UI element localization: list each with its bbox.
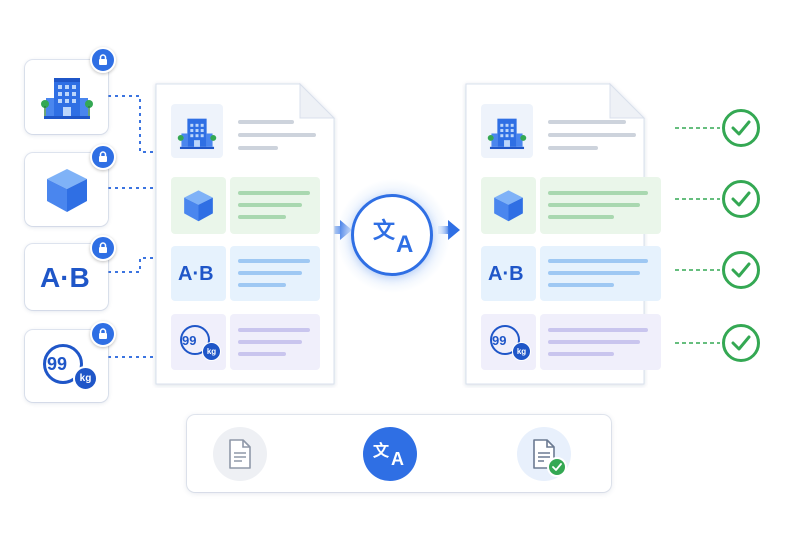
target-row-ab-text xyxy=(540,246,661,301)
ab-label: A·B xyxy=(178,263,214,285)
text-line xyxy=(238,120,294,124)
building-icon xyxy=(177,118,217,150)
text-line xyxy=(548,120,626,124)
source-row-cube-icon-box xyxy=(171,177,226,234)
lock-icon xyxy=(90,47,116,73)
ab-label: A·B xyxy=(488,263,524,285)
weight-number: 99 xyxy=(47,354,68,374)
source-card-building xyxy=(25,60,108,134)
translate-target-glyph: A xyxy=(396,231,414,258)
checkmark-icon xyxy=(547,457,567,477)
weight-unit: kg xyxy=(512,342,531,361)
translate-icon: 文 xyxy=(373,441,390,460)
document-icon xyxy=(229,439,251,469)
source-card-weight: 99 kg xyxy=(25,330,108,402)
building-icon xyxy=(41,78,93,119)
target-row-cube-text xyxy=(540,177,661,234)
text-line xyxy=(548,133,636,137)
translate-button: 文 A xyxy=(351,194,433,276)
lock-icon xyxy=(90,235,116,261)
source-document xyxy=(155,82,336,385)
document-icon-circle xyxy=(213,427,267,481)
text-line xyxy=(548,146,598,150)
source-row-ab-text xyxy=(230,246,320,301)
text-line xyxy=(238,146,278,150)
arrow-out-head xyxy=(448,220,460,240)
target-row-cube-icon-box xyxy=(481,177,536,234)
source-row-weight-text xyxy=(230,314,320,370)
ab-label: A·B xyxy=(40,262,90,293)
target-doc-header-icon-box xyxy=(481,104,533,158)
target-row-weight-icon-box: 99 kg xyxy=(481,314,536,370)
connector-building xyxy=(108,95,160,153)
building-icon xyxy=(487,118,527,150)
weight-circle xyxy=(43,344,83,384)
translate-icon: 文 xyxy=(373,219,396,244)
text-line xyxy=(238,133,316,137)
lock-icon xyxy=(90,144,116,170)
source-row-cube-text xyxy=(230,177,320,234)
translate-icon-circle: 文 A xyxy=(363,427,417,481)
cube-icon xyxy=(184,190,213,222)
lock-icon xyxy=(90,321,116,347)
cube-icon xyxy=(47,169,87,212)
checkmark-icon xyxy=(722,251,760,289)
verified-document-circle xyxy=(517,427,571,481)
source-row-ab-icon-box: A·B xyxy=(171,246,226,301)
checkmark-icon xyxy=(722,180,760,218)
weight-number: 99 xyxy=(182,333,197,348)
weight-number: 99 xyxy=(492,333,507,348)
source-doc-header-icon-box xyxy=(171,104,223,158)
target-row-weight-text xyxy=(540,314,661,370)
translate-target-glyph: A xyxy=(391,449,404,469)
weight-unit: kg xyxy=(73,366,98,391)
cube-icon xyxy=(494,190,523,222)
target-row-ab-icon-box: A·B xyxy=(481,246,536,301)
checkmark-icon xyxy=(722,109,760,147)
connector-ab xyxy=(108,257,160,273)
source-row-weight-icon-box: 99 kg xyxy=(171,314,226,370)
weight-unit: kg xyxy=(202,342,221,361)
checkmark-icon xyxy=(722,324,760,362)
